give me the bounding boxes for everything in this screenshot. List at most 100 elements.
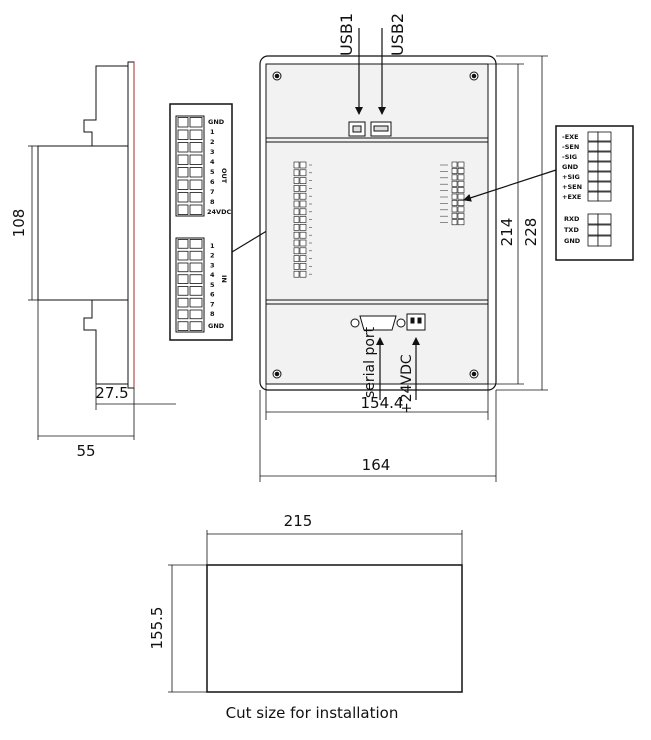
terminal-slot (293, 216, 300, 223)
terminal-slot (177, 239, 189, 249)
terminal-screw (457, 174, 465, 181)
power-connector (406, 313, 426, 331)
terminal-number: 2 (210, 138, 215, 146)
terminal-screw (299, 208, 307, 216)
sensor-pin-label: +SEN (562, 183, 582, 191)
terminal-screw (299, 161, 307, 169)
terminal-slot (177, 179, 189, 190)
terminal-slot (177, 154, 189, 165)
terminal-slot (587, 131, 599, 142)
terminal-screw (299, 231, 307, 239)
terminal-slot (293, 208, 300, 216)
terminal-screw (189, 274, 203, 284)
terminal-screw (189, 117, 203, 128)
dim-side-height-label: 108 (10, 209, 28, 238)
terminal-screw (597, 191, 612, 202)
terminal-screw (189, 321, 203, 331)
dim-cut-width-label: 215 (284, 512, 313, 530)
terminal-screw (189, 297, 203, 308)
dim-front-inner-height-label: 214 (498, 218, 516, 247)
terminal-screw (299, 177, 307, 184)
side-view (37, 61, 135, 389)
dim-front-inner-width-label: 154.4 (361, 394, 404, 412)
terminal-screw (457, 187, 465, 194)
dim-side-depth-front-label: 27.5 (95, 384, 128, 402)
terminal-slot (587, 141, 599, 152)
terminal-slot (177, 192, 189, 203)
terminal-number: 4 (210, 271, 215, 279)
dim-side-depth (37, 300, 176, 440)
terminal-screw (597, 224, 612, 236)
dim-front-width (259, 384, 497, 482)
terminal-slot (451, 206, 458, 213)
front-right-terminal (440, 161, 465, 226)
terminal-screw (597, 141, 612, 152)
terminal-slot (177, 129, 189, 140)
terminal-screw (457, 180, 465, 187)
terminal-slot (451, 187, 458, 194)
terminal-screw (189, 286, 203, 296)
sensor-pin-label: +SIG (562, 173, 580, 181)
serial-port-label: serial port (362, 326, 378, 398)
terminal-screw (189, 204, 203, 215)
comm-pin-label: TXD (564, 226, 579, 234)
terminal-number: 5 (210, 281, 215, 289)
terminal-screw (299, 185, 307, 192)
terminal-slot (177, 309, 189, 320)
terminal-screw (299, 270, 307, 278)
terminal-slot (177, 321, 189, 331)
dim-front-outer-height-label: 228 (522, 218, 540, 247)
terminal-slot (293, 224, 300, 231)
usb1-port (348, 121, 366, 137)
front-screws (272, 71, 479, 379)
dim-cut-height-label: 155.5 (148, 607, 166, 650)
terminal-screw (299, 200, 307, 208)
terminal-screw (189, 142, 203, 153)
terminal-number: 2 (210, 252, 215, 260)
terminal-slot (451, 168, 458, 174)
terminal-slot (451, 200, 458, 206)
dim-side-depth-total-label: 55 (76, 442, 95, 460)
terminal-slot (293, 185, 300, 192)
terminal-number: 4 (210, 158, 215, 166)
terminal-screw (457, 219, 465, 226)
terminal-slot (451, 180, 458, 187)
terminal-screw (299, 263, 307, 270)
sensor-pin-label: GND (562, 163, 579, 171)
terminal-number: 6 (210, 178, 215, 186)
terminal-screw (189, 129, 203, 140)
left-terminal-out-label: OUT (220, 168, 228, 184)
terminal-slot (177, 262, 189, 273)
cutout-view (168, 530, 463, 693)
terminal-slot (293, 239, 300, 247)
terminal-slot (177, 297, 189, 308)
terminal-screw (299, 169, 307, 177)
terminal-slot (177, 250, 189, 261)
sensor-pin-label: -EXE (562, 133, 579, 141)
terminal-number: 7 (210, 188, 215, 196)
terminal-slot (177, 204, 189, 215)
left-terminal-bottom-label: GND (208, 322, 225, 330)
terminal-screw (299, 239, 307, 247)
sensor-pin-label: -SEN (562, 143, 579, 151)
terminal-slot (177, 167, 189, 178)
terminal-screw (597, 181, 612, 192)
terminal-screw (189, 239, 203, 249)
terminal-slot (293, 177, 300, 184)
terminal-slot (451, 193, 458, 200)
terminal-screw (597, 213, 612, 225)
terminal-screw (189, 192, 203, 203)
terminal-slot (293, 231, 300, 239)
terminal-number: 3 (210, 261, 215, 269)
usb2-port (370, 121, 392, 137)
terminal-screw (457, 161, 465, 168)
terminal-slot (451, 219, 458, 226)
terminal-number: 5 (210, 168, 215, 176)
terminal-screw (189, 309, 203, 320)
terminal-screw (189, 167, 203, 178)
terminal-slot (587, 151, 599, 162)
terminal-slot (587, 224, 599, 236)
terminal-slot (293, 200, 300, 208)
terminal-number: 1 (210, 242, 215, 250)
